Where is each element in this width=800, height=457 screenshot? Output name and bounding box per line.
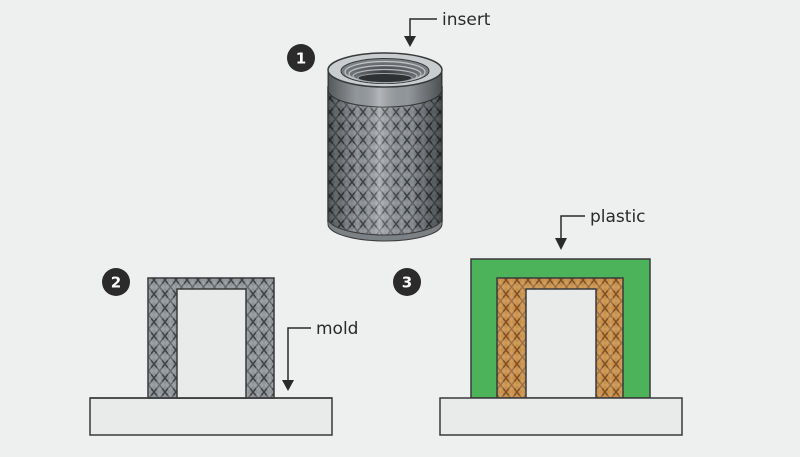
mold-arrowhead bbox=[282, 380, 294, 391]
step-badge-3: 3 bbox=[393, 268, 421, 296]
insert-part bbox=[327, 52, 443, 242]
mold-label: mold bbox=[316, 319, 358, 339]
step-number-1: 1 bbox=[296, 50, 306, 68]
step-number-2: 2 bbox=[111, 274, 121, 292]
plastic-label: plastic bbox=[590, 207, 646, 227]
step-badge-1: 1 bbox=[287, 44, 315, 72]
insert-arrowhead bbox=[404, 36, 416, 47]
plastic-arrowhead bbox=[555, 238, 567, 250]
step-number-3: 3 bbox=[402, 274, 412, 292]
plastic-callout: plastic bbox=[555, 207, 646, 250]
step-badge-2: 2 bbox=[102, 268, 130, 296]
mold-left bbox=[89, 277, 333, 436]
mold-right bbox=[439, 258, 683, 436]
mold-callout: mold bbox=[282, 319, 358, 391]
insert-callout: insert bbox=[404, 10, 491, 47]
insert-label: insert bbox=[442, 10, 491, 30]
